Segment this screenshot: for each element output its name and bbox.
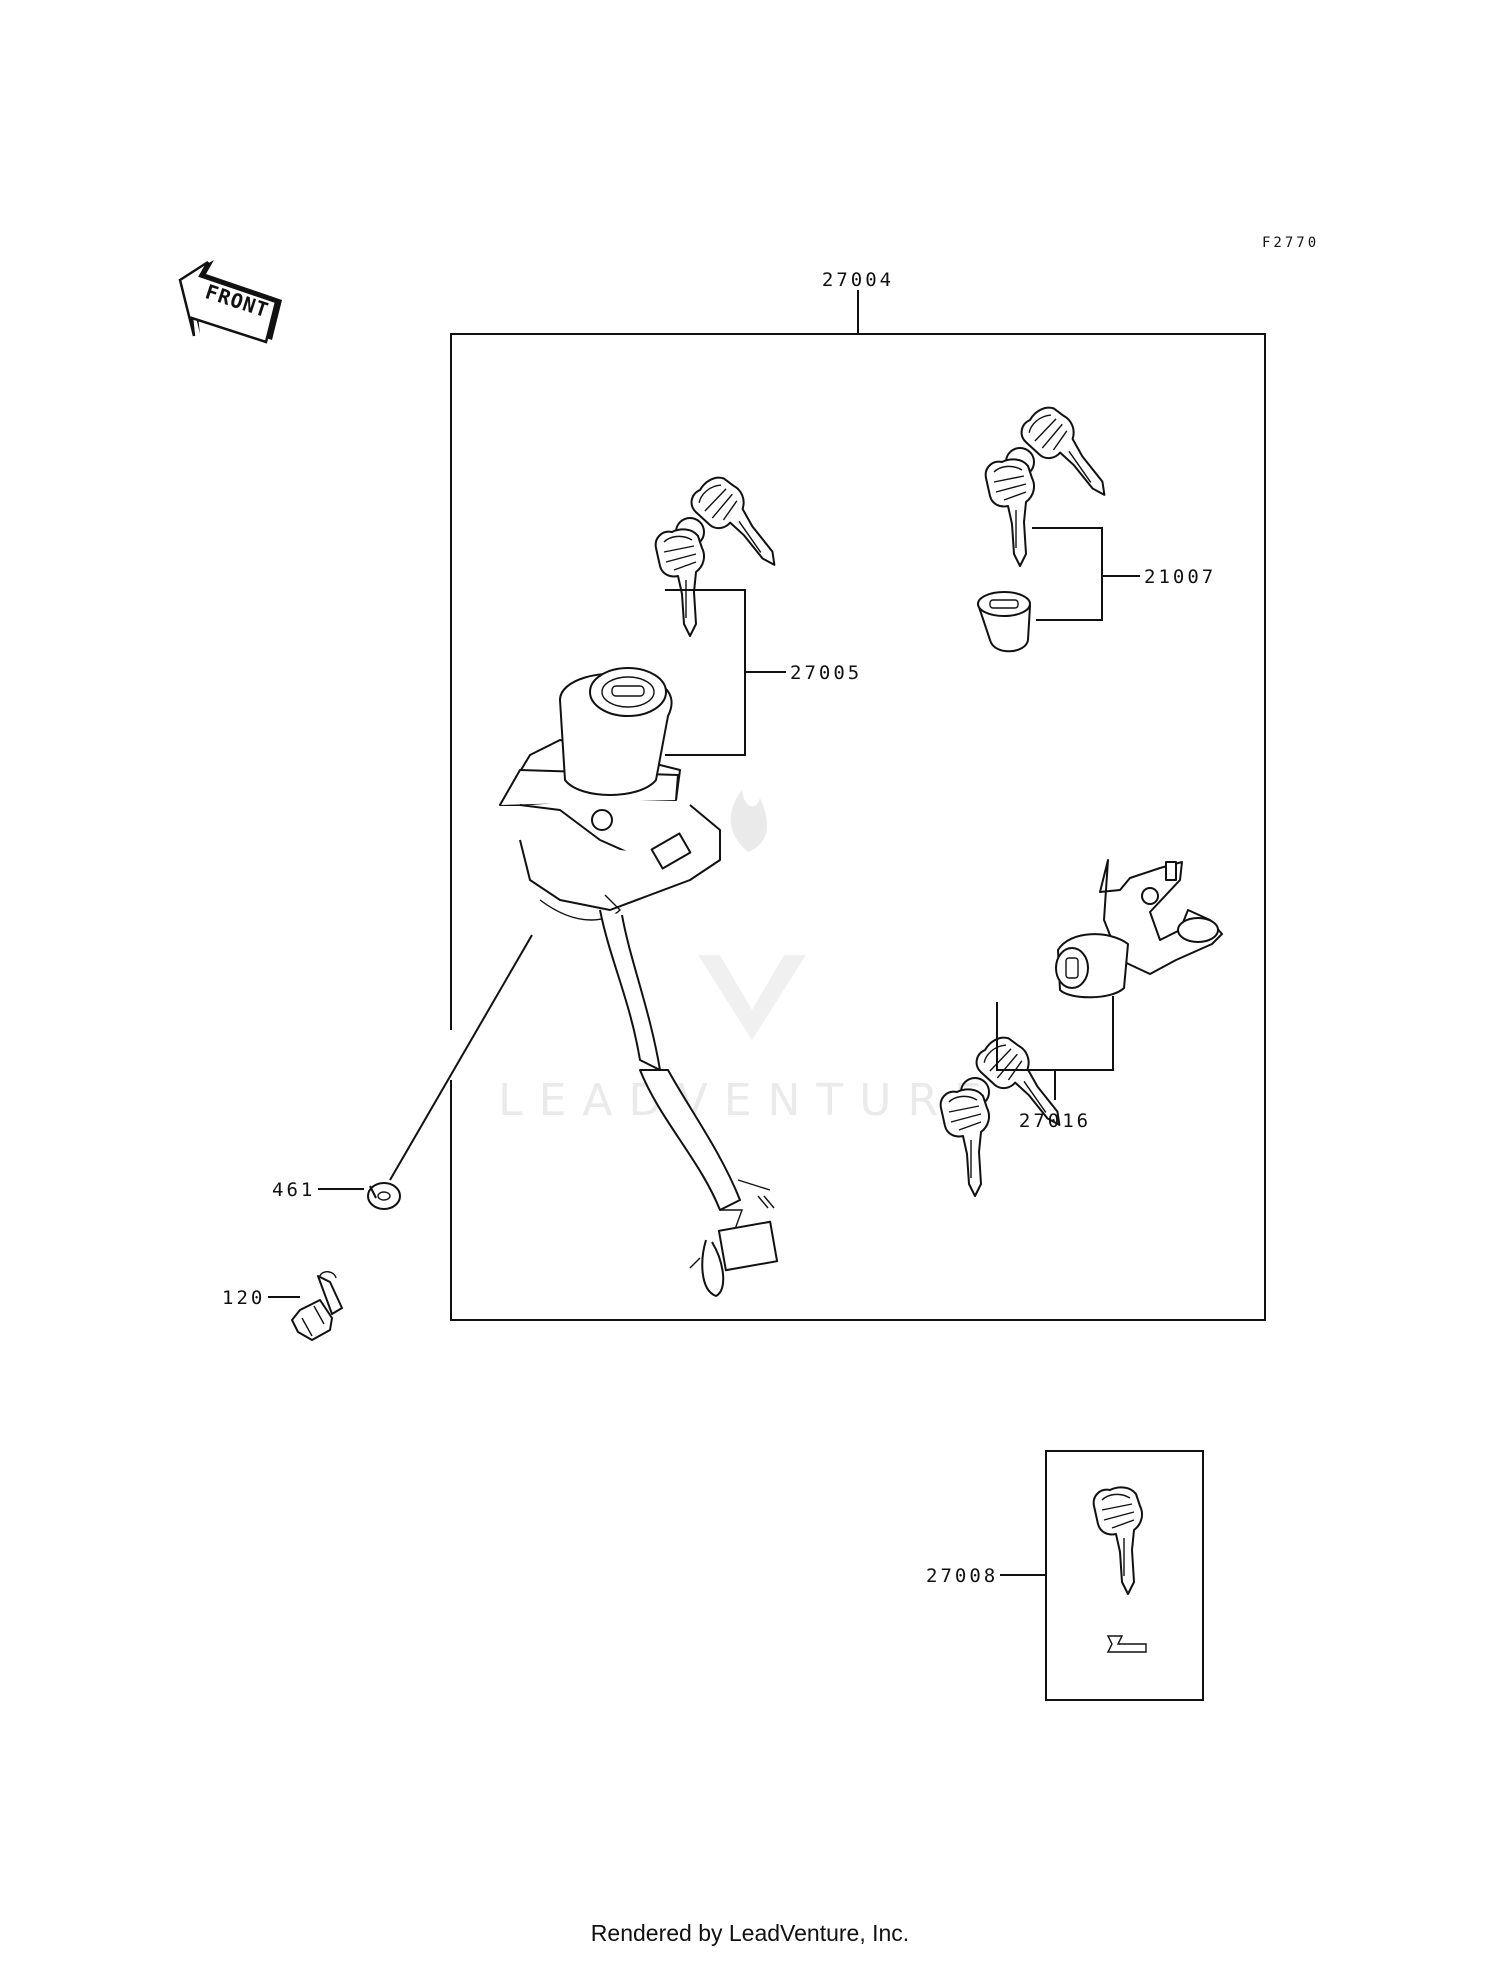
ignition-switch [499,667,779,1297]
label-27004: 27004 [822,269,894,291]
lock-washer [367,1182,401,1210]
footer-credit: Rendered by LeadVenture, Inc. [590,1920,910,1946]
key-code-tag-icon [1106,1635,1147,1653]
leader-21007 [1032,527,1103,621]
leader-461-diagonal [389,934,533,1181]
helmet-lock [1055,859,1223,999]
figure-code: F2770 [1262,235,1319,251]
kit-box: 27004 [450,269,1266,1321]
watermark-text: LEADVENTURE [498,1075,998,1126]
front-arrow-icon: FRONT [178,260,282,344]
seat-lock-keys [986,399,1116,566]
label-120: 120 [222,1287,265,1309]
ignition-keys [656,469,786,636]
seat-lock-cylinder [977,591,1031,653]
watermark: LEADVENTURE [498,790,998,1126]
label-27005: 27005 [790,662,862,684]
bolt [291,1271,343,1341]
label-27016: 27016 [1019,1110,1091,1132]
label-21007: 21007 [1144,566,1216,588]
leader-27005 [665,589,746,756]
blank-key-box [1045,1450,1204,1701]
label-27008: 27008 [926,1565,998,1587]
label-461: 461 [272,1179,315,1201]
